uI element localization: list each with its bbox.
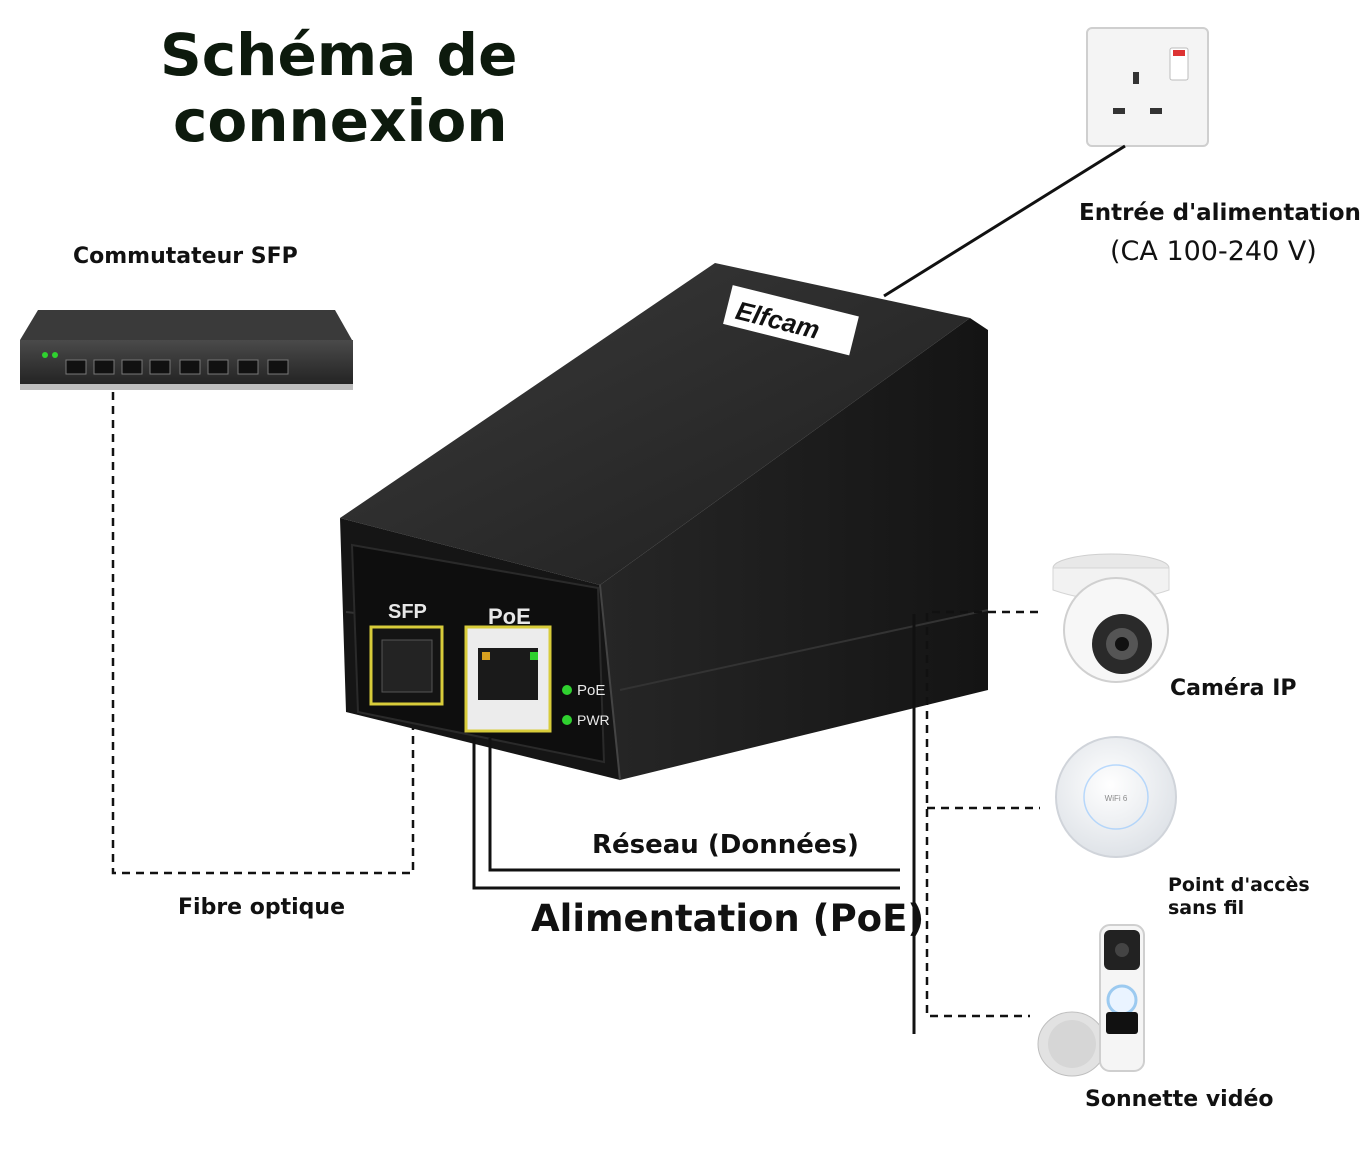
led-poe-label: PoE bbox=[577, 682, 606, 699]
network-data-line bbox=[488, 738, 900, 872]
ip-camera bbox=[1052, 553, 1170, 683]
ap-badge: WiFi 6 bbox=[1105, 794, 1128, 803]
sfp-switch-label: Commutateur SFP bbox=[73, 244, 298, 269]
sfp-switch bbox=[20, 310, 353, 390]
poe-power-line bbox=[472, 738, 900, 890]
fiber-optic-label: Fibre optique bbox=[178, 895, 345, 920]
poe-port-label: PoE bbox=[488, 604, 531, 629]
access-point-label: Point d'accès sans fil bbox=[1168, 874, 1310, 919]
power-input-spec: (CA 100-240 V) bbox=[1110, 236, 1317, 267]
video-doorbell bbox=[1037, 924, 1145, 1077]
video-doorbell-label: Sonnette vidéo bbox=[1085, 1087, 1274, 1112]
ip-camera-label: Caméra IP bbox=[1170, 676, 1297, 701]
page-title: Schéma de connexion bbox=[160, 22, 517, 154]
poe-injector bbox=[340, 263, 989, 781]
distribution-dashed bbox=[925, 610, 1040, 1018]
sfp-port-label: SFP bbox=[388, 601, 427, 623]
title-line-1: Schéma de bbox=[160, 21, 518, 89]
power-input-label: Entrée d'alimentation bbox=[1079, 200, 1361, 226]
power-cable bbox=[883, 144, 1126, 298]
led-pwr bbox=[562, 715, 572, 725]
access-point: WiFi 6 bbox=[1055, 736, 1177, 858]
led-poe bbox=[562, 685, 572, 695]
poe-power-label: Alimentation (PoE) bbox=[531, 897, 925, 940]
title-line-2: connexion bbox=[173, 87, 508, 155]
fiber-cable bbox=[111, 392, 415, 875]
led-pwr-label: PWR bbox=[577, 712, 610, 728]
network-data-label: Réseau (Données) bbox=[592, 830, 859, 860]
wall-socket bbox=[1086, 27, 1209, 147]
